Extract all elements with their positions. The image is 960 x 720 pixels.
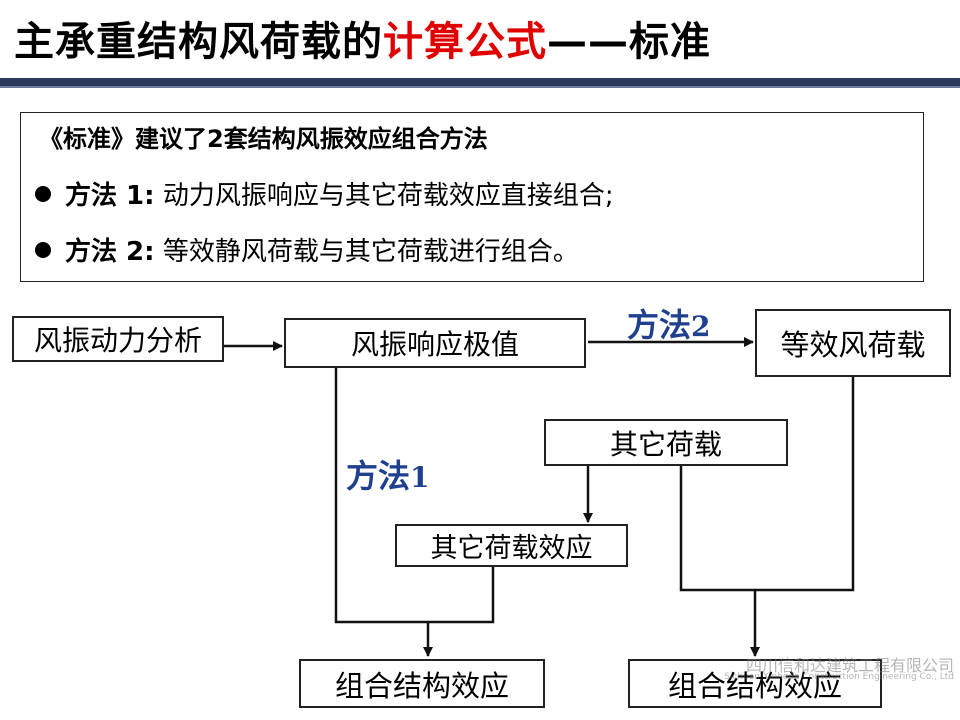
- node-combo-left: 组合结构效应: [299, 659, 545, 708]
- node-label: 风振响应极值: [350, 328, 519, 361]
- node-dynamic-analysis: 风振动力分析: [12, 316, 224, 362]
- title-main: 主承重结构风荷载的: [14, 19, 383, 65]
- node-combo-right: 组合结构效应: [628, 659, 882, 708]
- watermark-en: Sichuan Xinheda Construction Engineering…: [724, 672, 954, 682]
- summary-panel: 《标准》建议了2套结构风振效应组合方法 方法 1: 动力风振响应与其它荷载效应直…: [20, 112, 924, 282]
- method-1-label: 方法 1:: [65, 181, 155, 211]
- node-label: 风振动力分析: [33, 324, 202, 357]
- method-2-edge-num: 2: [691, 310, 711, 343]
- edge-equivalent-to-combo-right: [755, 377, 855, 592]
- method-2-label: 方法 2:: [65, 237, 155, 267]
- method-1-edge-text: 方法: [346, 457, 411, 495]
- method-2-text: 等效静风荷载与其它荷载进行组合。: [162, 237, 579, 267]
- method-1-item: 方法 1: 动力风振响应与其它荷载效应直接组合;: [35, 175, 614, 212]
- node-response-extreme: 风振响应极值: [284, 318, 586, 368]
- bullet-icon: [35, 242, 51, 258]
- title-divider: [0, 78, 960, 86]
- edge-response-to-combo-left: [334, 368, 428, 624]
- node-label: 组合结构效应: [334, 668, 509, 703]
- node-other-load-effects: 其它荷载效应: [395, 524, 628, 567]
- method-2-edge-label: 方法2: [627, 300, 711, 346]
- node-label: 等效风荷载: [780, 328, 926, 362]
- title-divider-accent: [0, 86, 960, 88]
- node-label: 其它荷载: [609, 427, 722, 461]
- page-title: 主承重结构风荷载的计算公式——标准: [14, 12, 711, 72]
- method-2-edge-text: 方法: [627, 306, 692, 344]
- method-2-item: 方法 2: 等效静风荷载与其它荷载进行组合。: [35, 231, 579, 268]
- watermark-cn: 四川信和达建筑工程有限公司: [745, 656, 954, 675]
- bullet-icon: [35, 186, 51, 202]
- node-label: 其它荷载效应: [430, 533, 593, 564]
- node-equivalent-load: 等效风荷载: [755, 309, 951, 377]
- title-tail: ——标准: [547, 19, 711, 65]
- method-1-edge-num: 1: [410, 461, 430, 494]
- summary-heading: 《标准》建议了2套结构风振效应组合方法: [39, 125, 488, 153]
- edge-other-loads-to-combo-right: [679, 466, 755, 592]
- title-highlight: 计算公式: [383, 19, 547, 65]
- method-1-edge-label: 方法1: [346, 451, 430, 497]
- method-1-text: 动力风振响应与其它荷载效应直接组合;: [162, 181, 614, 211]
- node-other-loads: 其它荷载: [544, 419, 788, 466]
- node-label: 组合结构效应: [667, 668, 842, 703]
- edge-other-effects-to-combo-left: [428, 567, 495, 624]
